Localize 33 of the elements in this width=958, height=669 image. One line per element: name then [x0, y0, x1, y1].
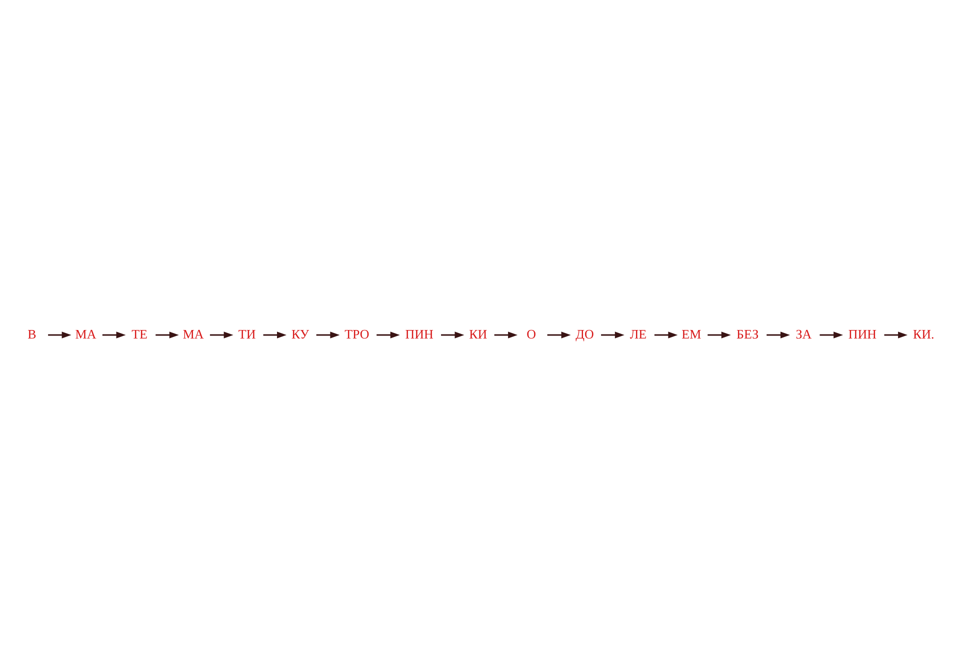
node-text: ЗА: [796, 326, 812, 341]
node-text: МА: [75, 326, 96, 341]
arrow: [884, 331, 908, 338]
node-text: КУ: [291, 326, 310, 341]
node-text: ДО: [576, 326, 594, 341]
node-text: МА: [182, 326, 204, 341]
node-text: БЕЗ: [736, 326, 759, 341]
node-text: В: [28, 326, 36, 341]
arrow: [316, 331, 340, 338]
node-text: ТЕ: [132, 326, 148, 341]
node-text: ПИН: [848, 326, 877, 341]
arrow: [48, 331, 72, 338]
node-text: ЛЕ: [630, 326, 647, 341]
arrow: [102, 331, 126, 338]
node-text: ТИ: [238, 326, 256, 341]
node-text: КИ: [469, 326, 488, 341]
node-text: О: [526, 326, 536, 341]
arrow: [601, 331, 624, 338]
arrow: [210, 331, 234, 338]
arrow: [766, 331, 790, 338]
node-text: ЕМ: [682, 326, 702, 341]
arrow: [494, 331, 518, 338]
arrow: [708, 331, 731, 338]
arrow: [156, 331, 179, 338]
arrow: [263, 331, 286, 338]
node-text: ПИН: [405, 326, 434, 341]
arrow: [441, 331, 464, 338]
arrow: [376, 331, 400, 338]
arrow: [820, 331, 844, 338]
arrow: [547, 331, 571, 338]
node-text: ТРО: [344, 326, 370, 341]
node-text: КИ.: [913, 326, 934, 341]
arrow: [654, 331, 678, 338]
